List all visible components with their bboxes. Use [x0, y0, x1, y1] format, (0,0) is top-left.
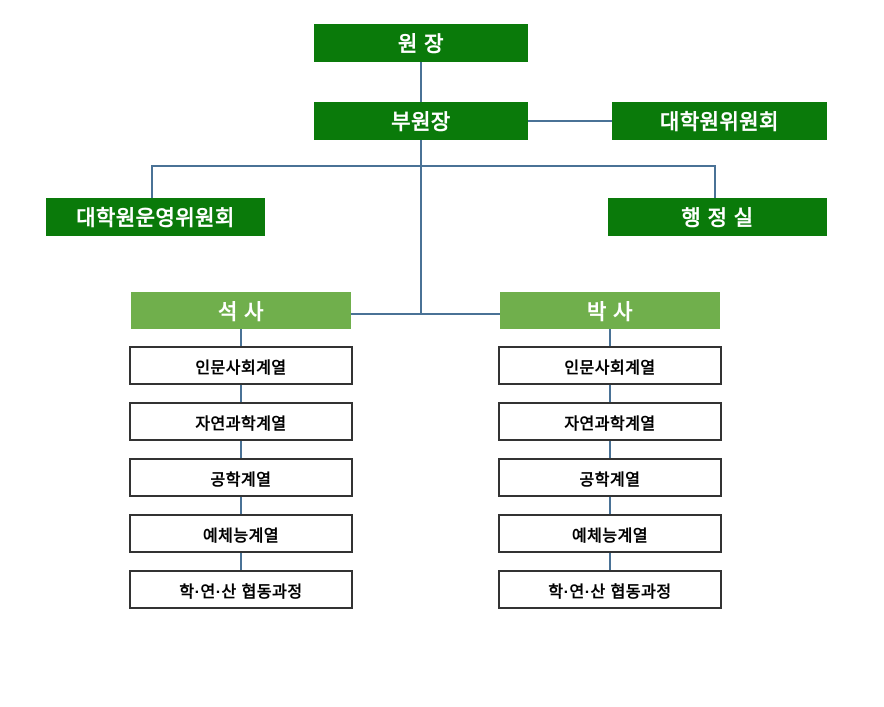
- connector-doctorate-spine: [609, 440, 611, 458]
- connector-bus-to-operations-committee: [151, 165, 153, 198]
- connector-doctorate-spine: [609, 496, 611, 514]
- node-director[interactable]: 원 장: [314, 24, 528, 62]
- connector-horizontal-bus: [151, 165, 716, 167]
- connector-masters-spine: [240, 384, 242, 402]
- masters-program-item[interactable]: 예체능계열: [129, 514, 353, 553]
- node-graduate-committee[interactable]: 대학원위원회: [612, 102, 827, 140]
- masters-program-item[interactable]: 학·연·산 협동과정: [129, 570, 353, 609]
- node-vice-director[interactable]: 부원장: [314, 102, 528, 140]
- connector-masters-spine: [240, 329, 242, 347]
- node-doctorate[interactable]: 박 사: [500, 292, 720, 329]
- connector-doctorate-spine: [609, 329, 611, 347]
- connector-masters-spine: [240, 496, 242, 514]
- connector-bus-to-degree-row: [420, 165, 422, 315]
- node-operations-committee[interactable]: 대학원운영위원회: [46, 198, 265, 236]
- doctorate-program-item[interactable]: 자연과학계열: [498, 402, 722, 441]
- connector-director-to-vice: [420, 62, 422, 102]
- node-admin-office[interactable]: 행 정 실: [608, 198, 827, 236]
- connector-bus-to-admin-office: [714, 165, 716, 198]
- doctorate-program-item[interactable]: 공학계열: [498, 458, 722, 497]
- connector-vice-to-bus: [420, 140, 422, 166]
- connector-vice-to-graduate-committee: [528, 120, 612, 122]
- doctorate-program-item[interactable]: 학·연·산 협동과정: [498, 570, 722, 609]
- doctorate-program-item[interactable]: 예체능계열: [498, 514, 722, 553]
- masters-program-item[interactable]: 공학계열: [129, 458, 353, 497]
- doctorate-program-item[interactable]: 인문사회계열: [498, 346, 722, 385]
- masters-program-item[interactable]: 인문사회계열: [129, 346, 353, 385]
- connector-doctorate-spine: [609, 384, 611, 402]
- node-masters[interactable]: 석 사: [131, 292, 351, 329]
- connector-masters-spine: [240, 552, 242, 570]
- masters-program-item[interactable]: 자연과학계열: [129, 402, 353, 441]
- connector-masters-to-doctorate: [351, 313, 503, 315]
- connector-doctorate-spine: [609, 552, 611, 570]
- connector-masters-spine: [240, 440, 242, 458]
